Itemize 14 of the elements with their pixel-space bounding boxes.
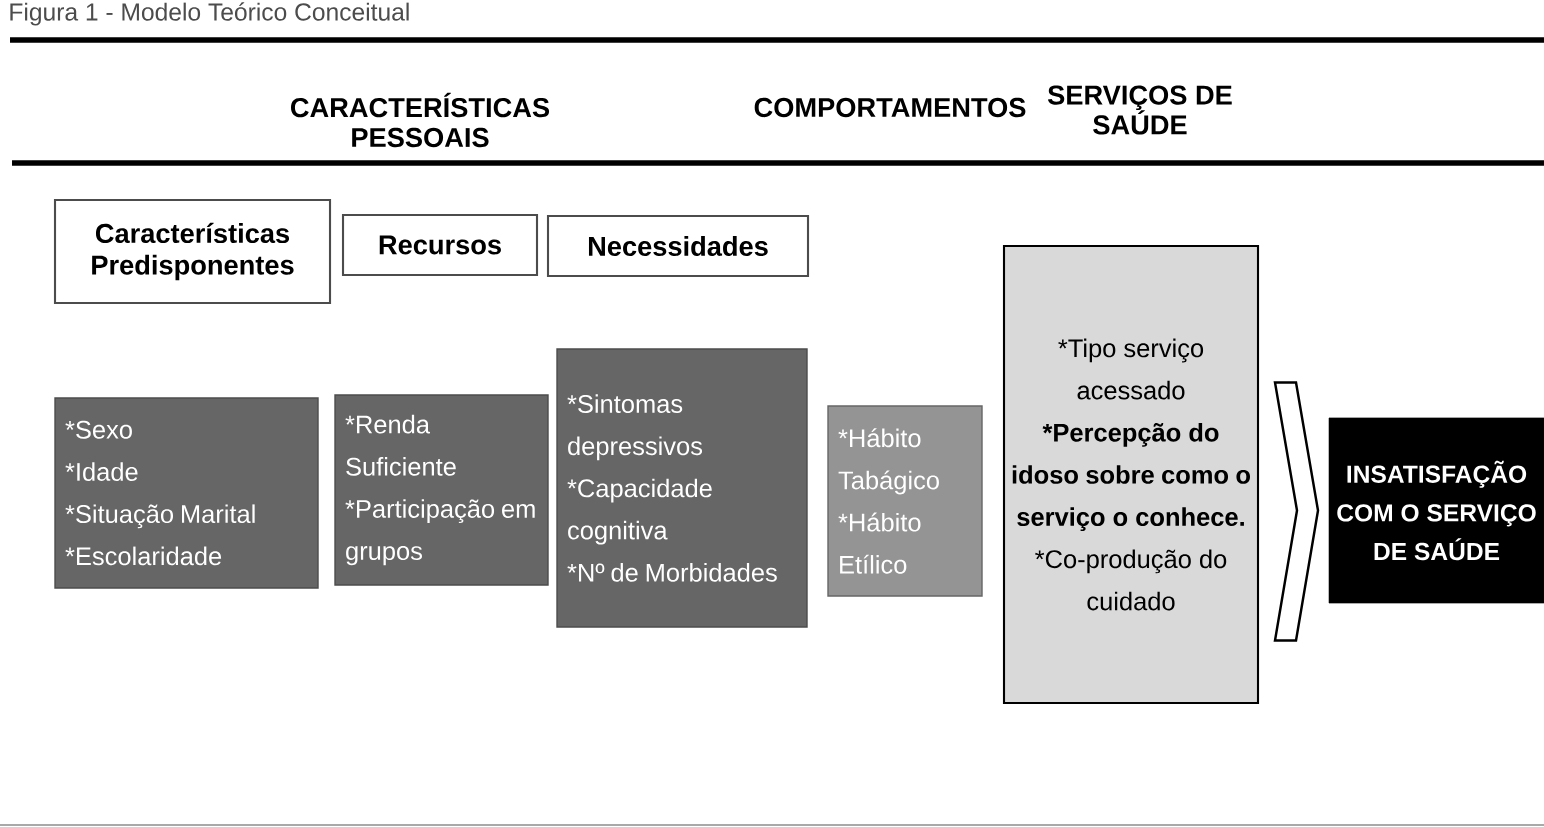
factor-box: *Sintomas depressivos *Capacidade cognitiva *Nº de Morbidades <box>556 348 808 628</box>
figure-title: Figura 1 - Modelo Teórico Conceitual <box>10 2 409 26</box>
category-box: Necessidades <box>546 214 810 278</box>
service-box: *Tipo serviço acessado *Percepção do idoso sobre como o serviço o conhece. *Co-produção do cuidado <box>1002 244 1260 705</box>
category-box: Recursos <box>341 213 539 277</box>
header-text: CARACTERÍSTICAS PESSOAIS <box>291 92 550 148</box>
outcome-box: INSATISFAÇÃO COM O SERVIÇO DE SAÚDE <box>1328 417 1544 604</box>
header-text: SERVIÇOS DE SAÚDE <box>1047 85 1232 135</box>
factor-box: *Sexo *Idade *Situação Marital *Escolaridade <box>54 397 319 589</box>
chevron-arrow <box>1273 381 1320 642</box>
header-text: COMPORTAMENTOS <box>754 97 1026 118</box>
category-box: Características Predisponentes <box>53 198 332 305</box>
factor-box: *Renda Suficiente *Participação em grupos <box>334 394 549 586</box>
factor-box: *Hábito Tabágico *Hábito Etílico <box>827 405 983 597</box>
